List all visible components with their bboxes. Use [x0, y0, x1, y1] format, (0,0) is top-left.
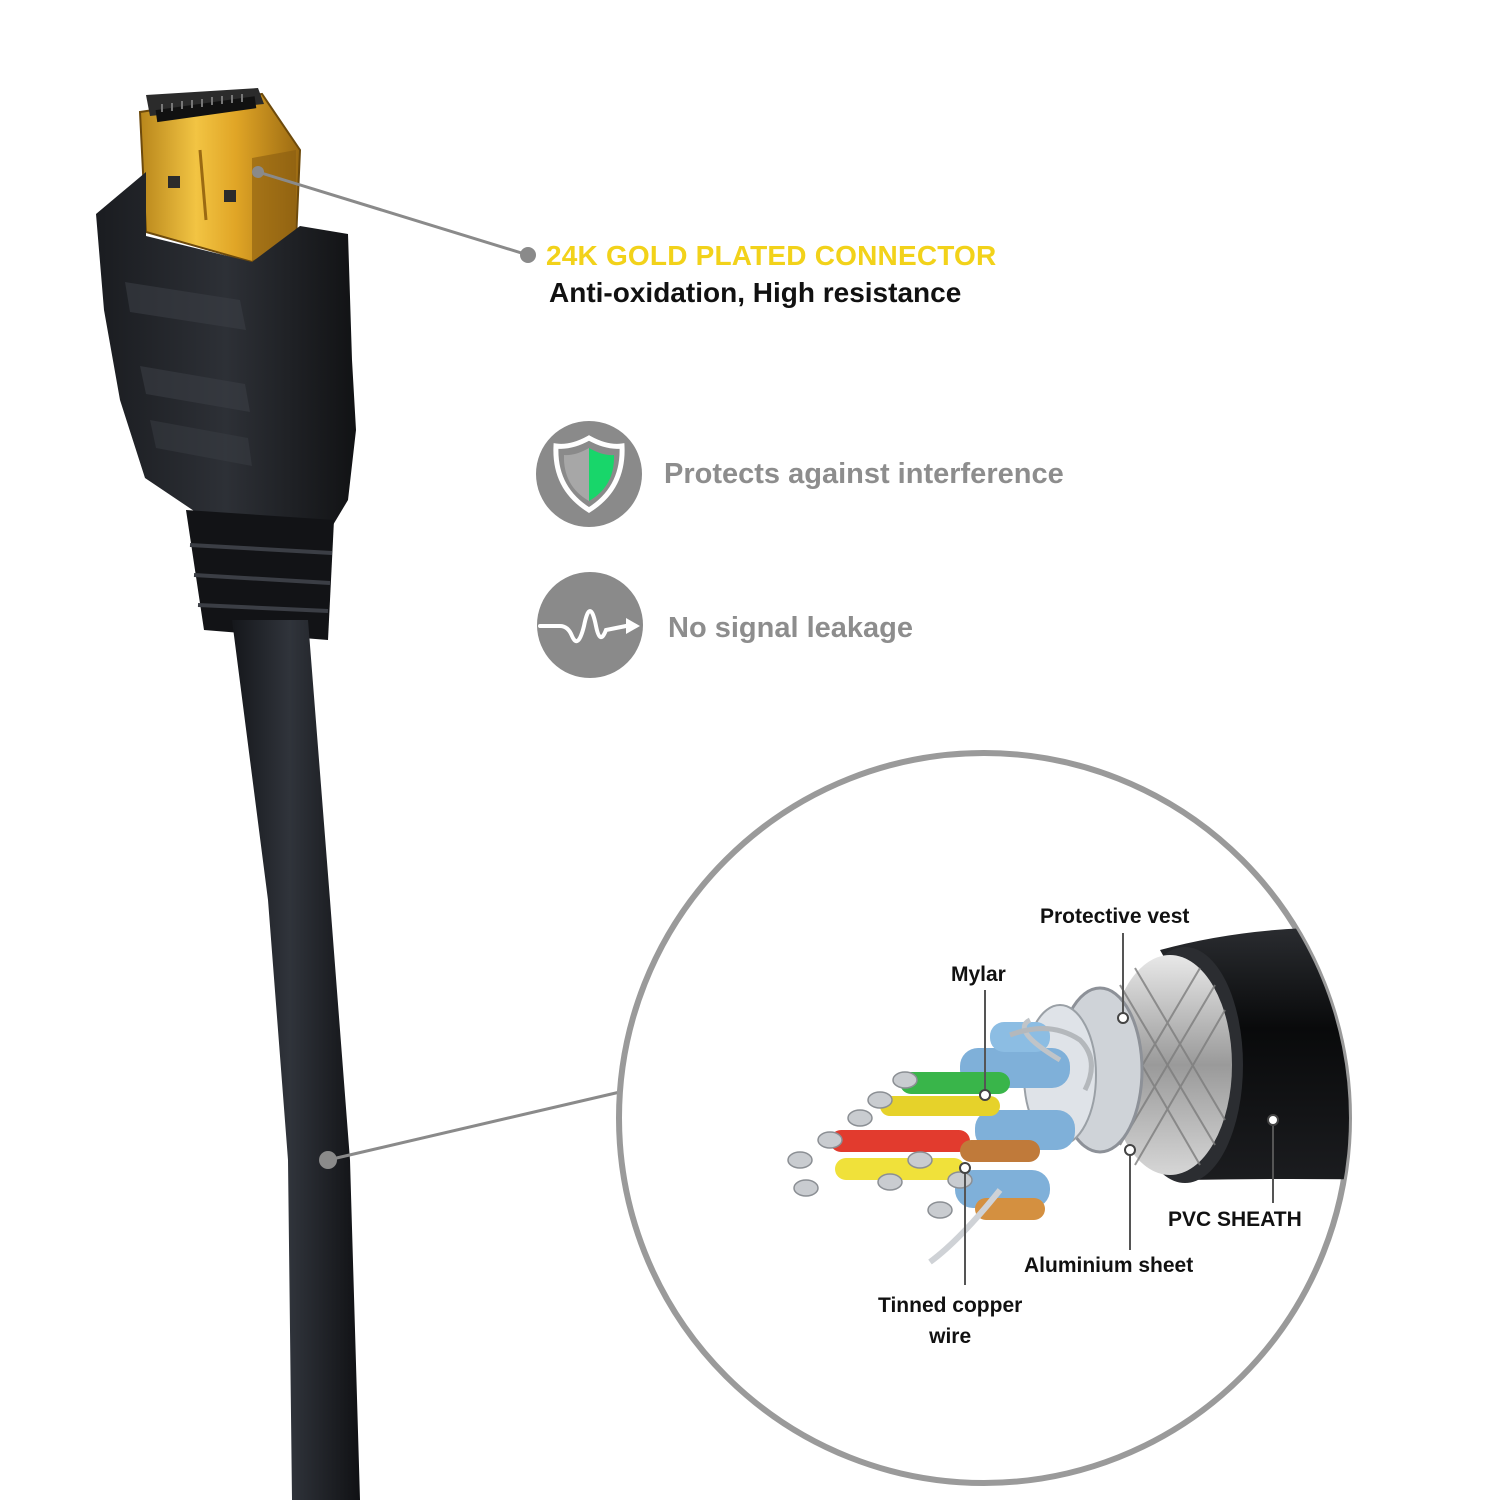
cable-leader-line: [319, 1090, 621, 1169]
feature-label-interference: Protects against interference: [664, 458, 1064, 490]
cable-cross-section: [616, 750, 1352, 1486]
hdmi-cable: [232, 620, 360, 1500]
hdmi-connector: [96, 88, 356, 640]
label-mylar: Mylar: [951, 963, 1006, 986]
label-tinned-copper-line1: Tinned copper: [878, 1294, 1023, 1317]
connector-title: 24K GOLD PLATED CONNECTOR: [546, 240, 997, 271]
label-aluminium-sheet: Aluminium sheet: [1024, 1254, 1194, 1277]
label-tinned-copper-wire: Tinned copper wire: [878, 1290, 1022, 1352]
shield-icon: [536, 421, 642, 527]
connector-leader-line: [252, 166, 536, 263]
label-protective-vest: Protective vest: [1040, 905, 1190, 928]
connector-subtitle: Anti-oxidation, High resistance: [549, 277, 962, 308]
label-pvc-sheath: PVC SHEATH: [1168, 1208, 1302, 1231]
signal-wave-icon: [537, 572, 643, 678]
feature-label-signal: No signal leakage: [668, 612, 913, 644]
label-tinned-copper-line2: wire: [929, 1325, 972, 1348]
